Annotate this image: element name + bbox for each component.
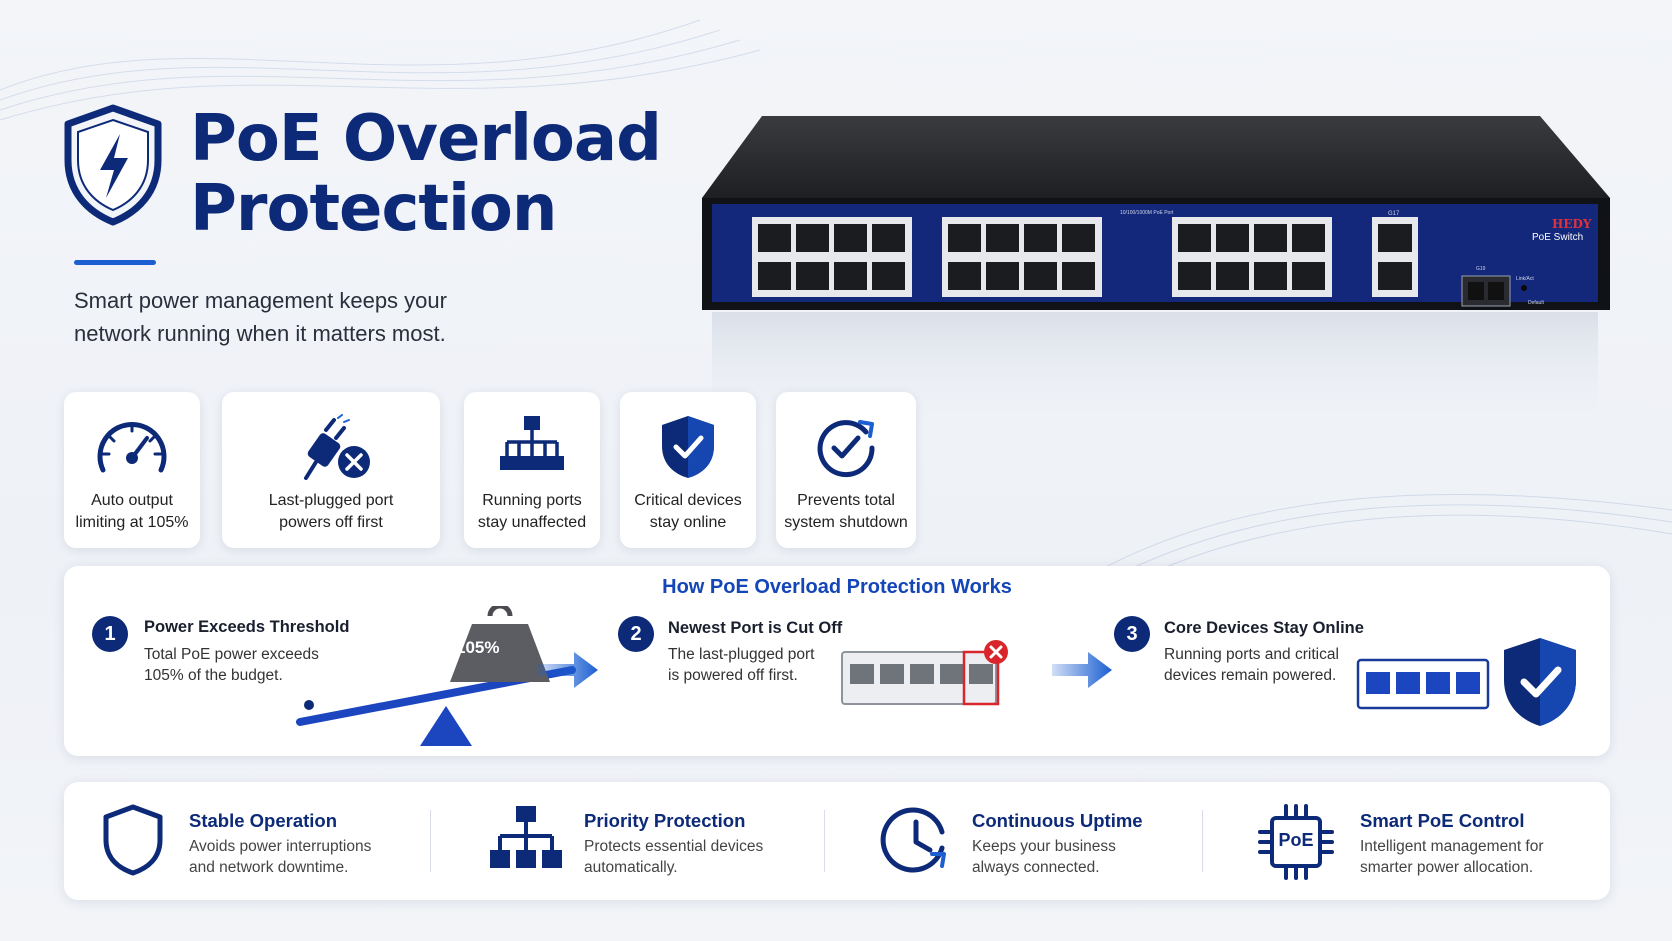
benefit-heading: Continuous Uptime	[972, 810, 1143, 831]
arrow-right-icon	[538, 652, 598, 688]
link-label: Link/Act	[1516, 276, 1534, 282]
step-text: Running ports and critical devices remai…	[1164, 644, 1339, 686]
step-heading: Newest Port is Cut Off	[668, 619, 843, 637]
how-it-works-panel: How PoE Overload Protection Works 1 Powe…	[64, 566, 1610, 756]
arrow-right-icon	[1052, 652, 1112, 688]
benefit-priority-protection: Priority Protection Protects essential d…	[434, 782, 824, 900]
page-subtitle: Smart power management keeps your networ…	[74, 288, 447, 346]
port-label: 10/100/1000M PoE Port	[1120, 210, 1174, 216]
seesaw-weight-illustration	[296, 606, 576, 746]
brand-logo: HEDY	[1552, 217, 1592, 231]
shield-lightning-icon	[64, 104, 162, 226]
sfp-label: G19	[1476, 266, 1486, 272]
powered-ports-illustration	[1356, 658, 1490, 710]
benefit-text: Keeps your business always connected.	[972, 836, 1116, 878]
benefit-continuous-uptime: Continuous Uptime Keeps your business al…	[828, 782, 1208, 900]
step-text: The last-plugged port is powered off fir…	[668, 644, 814, 686]
gauge-icon	[97, 421, 167, 473]
feature-label: Auto output limiting at 105%	[75, 492, 189, 531]
step-text-line: Running ports and critical	[1164, 646, 1339, 663]
accent-divider	[74, 260, 156, 265]
benefit-stable-operation: Stable Operation Avoids power interrupti…	[64, 782, 434, 900]
feature-label: Critical devices stay online	[634, 492, 742, 531]
plug-off-icon	[304, 414, 370, 480]
title-line-2: Protection	[190, 172, 557, 246]
step-number: 1	[92, 616, 128, 652]
benefit-text-line: smarter power allocation.	[1360, 859, 1534, 876]
hierarchy-icon	[490, 806, 562, 868]
benefit-heading: Smart PoE Control	[1360, 810, 1525, 831]
uplink-ports	[1372, 217, 1418, 297]
benefit-text-line: automatically.	[584, 859, 678, 876]
benefit-smart-poe-control: PoE Smart PoE Control Intelligent manage…	[1206, 782, 1610, 900]
step-heading: Power Exceeds Threshold	[144, 618, 350, 636]
shield-check-icon	[662, 416, 714, 478]
divider	[430, 810, 431, 872]
sfp-port	[1461, 275, 1511, 307]
divider	[1202, 810, 1203, 872]
network-tree-icon	[500, 416, 564, 470]
step-number: 3	[1114, 616, 1150, 652]
benefit-text-line: Avoids power interruptions	[189, 838, 372, 855]
page-title: PoE Overload Protection	[190, 102, 662, 246]
poe-chip-icon	[1258, 804, 1334, 880]
default-label: Default	[1528, 300, 1544, 306]
port-block-3	[1172, 217, 1332, 297]
feature-card-critical-devices: Critical devices stay online	[620, 392, 756, 548]
benefit-text-line: always connected.	[972, 859, 1100, 876]
benefit-heading: Priority Protection	[584, 810, 746, 831]
port-cutoff-illustration	[841, 640, 1008, 706]
port-block-2	[942, 217, 1102, 297]
step-text-line: is powered off first.	[668, 667, 798, 684]
uplink-label: G17	[1388, 211, 1400, 217]
clock-icon	[880, 807, 946, 873]
shield-icon	[103, 804, 163, 876]
model-label: PoE Switch	[1532, 232, 1583, 243]
benefit-text: Avoids power interruptions and network d…	[189, 836, 371, 878]
refresh-check-icon	[817, 420, 875, 478]
poe-chip-label: PoE	[1278, 830, 1314, 850]
benefit-text-line: Keeps your business	[972, 838, 1116, 855]
background-wave-right	[1100, 493, 1672, 579]
step-text: Total PoE power exceeds 105% of the budg…	[144, 644, 319, 686]
step-number: 2	[618, 616, 654, 652]
feature-card-running-ports: Running ports stay unaffected	[464, 392, 600, 548]
step-text-line: 105% of the budget.	[144, 667, 283, 684]
benefits-bar: Stable Operation Avoids power interrupti…	[64, 782, 1610, 900]
step-text-line: Total PoE power exceeds	[144, 646, 319, 663]
feature-label: Running ports stay unaffected	[477, 492, 587, 531]
title-line-1: PoE Overload	[190, 102, 662, 176]
benefit-text-line: Intelligent management for	[1360, 838, 1544, 855]
weight-label: 105%	[456, 638, 500, 657]
port-block-1	[752, 217, 912, 297]
benefit-text: Intelligent management for smarter power…	[1360, 836, 1544, 878]
how-it-works-title: How PoE Overload Protection Works	[662, 576, 1012, 598]
benefit-heading: Stable Operation	[189, 810, 338, 831]
benefit-text-line: and network downtime.	[189, 859, 349, 876]
step-text-line: devices remain powered.	[1164, 667, 1337, 684]
step-heading: Core Devices Stay Online	[1164, 619, 1364, 637]
benefit-text-line: Protects essential devices	[584, 838, 764, 855]
divider	[824, 810, 825, 872]
shield-check-icon	[1504, 638, 1576, 726]
feature-label: Prevents total system shutdown	[784, 492, 908, 531]
feature-label: Last-plugged port powers off first	[268, 492, 394, 531]
step-text-line: The last-plugged port	[668, 646, 815, 663]
feature-card-prevents-shutdown: Prevents total system shutdown	[776, 392, 916, 548]
feature-card-last-plugged: Last-plugged port powers off first	[222, 392, 440, 548]
feature-card-auto-limit: Auto output limiting at 105%	[64, 392, 200, 548]
benefit-text: Protects essential devices automatically…	[584, 836, 763, 878]
